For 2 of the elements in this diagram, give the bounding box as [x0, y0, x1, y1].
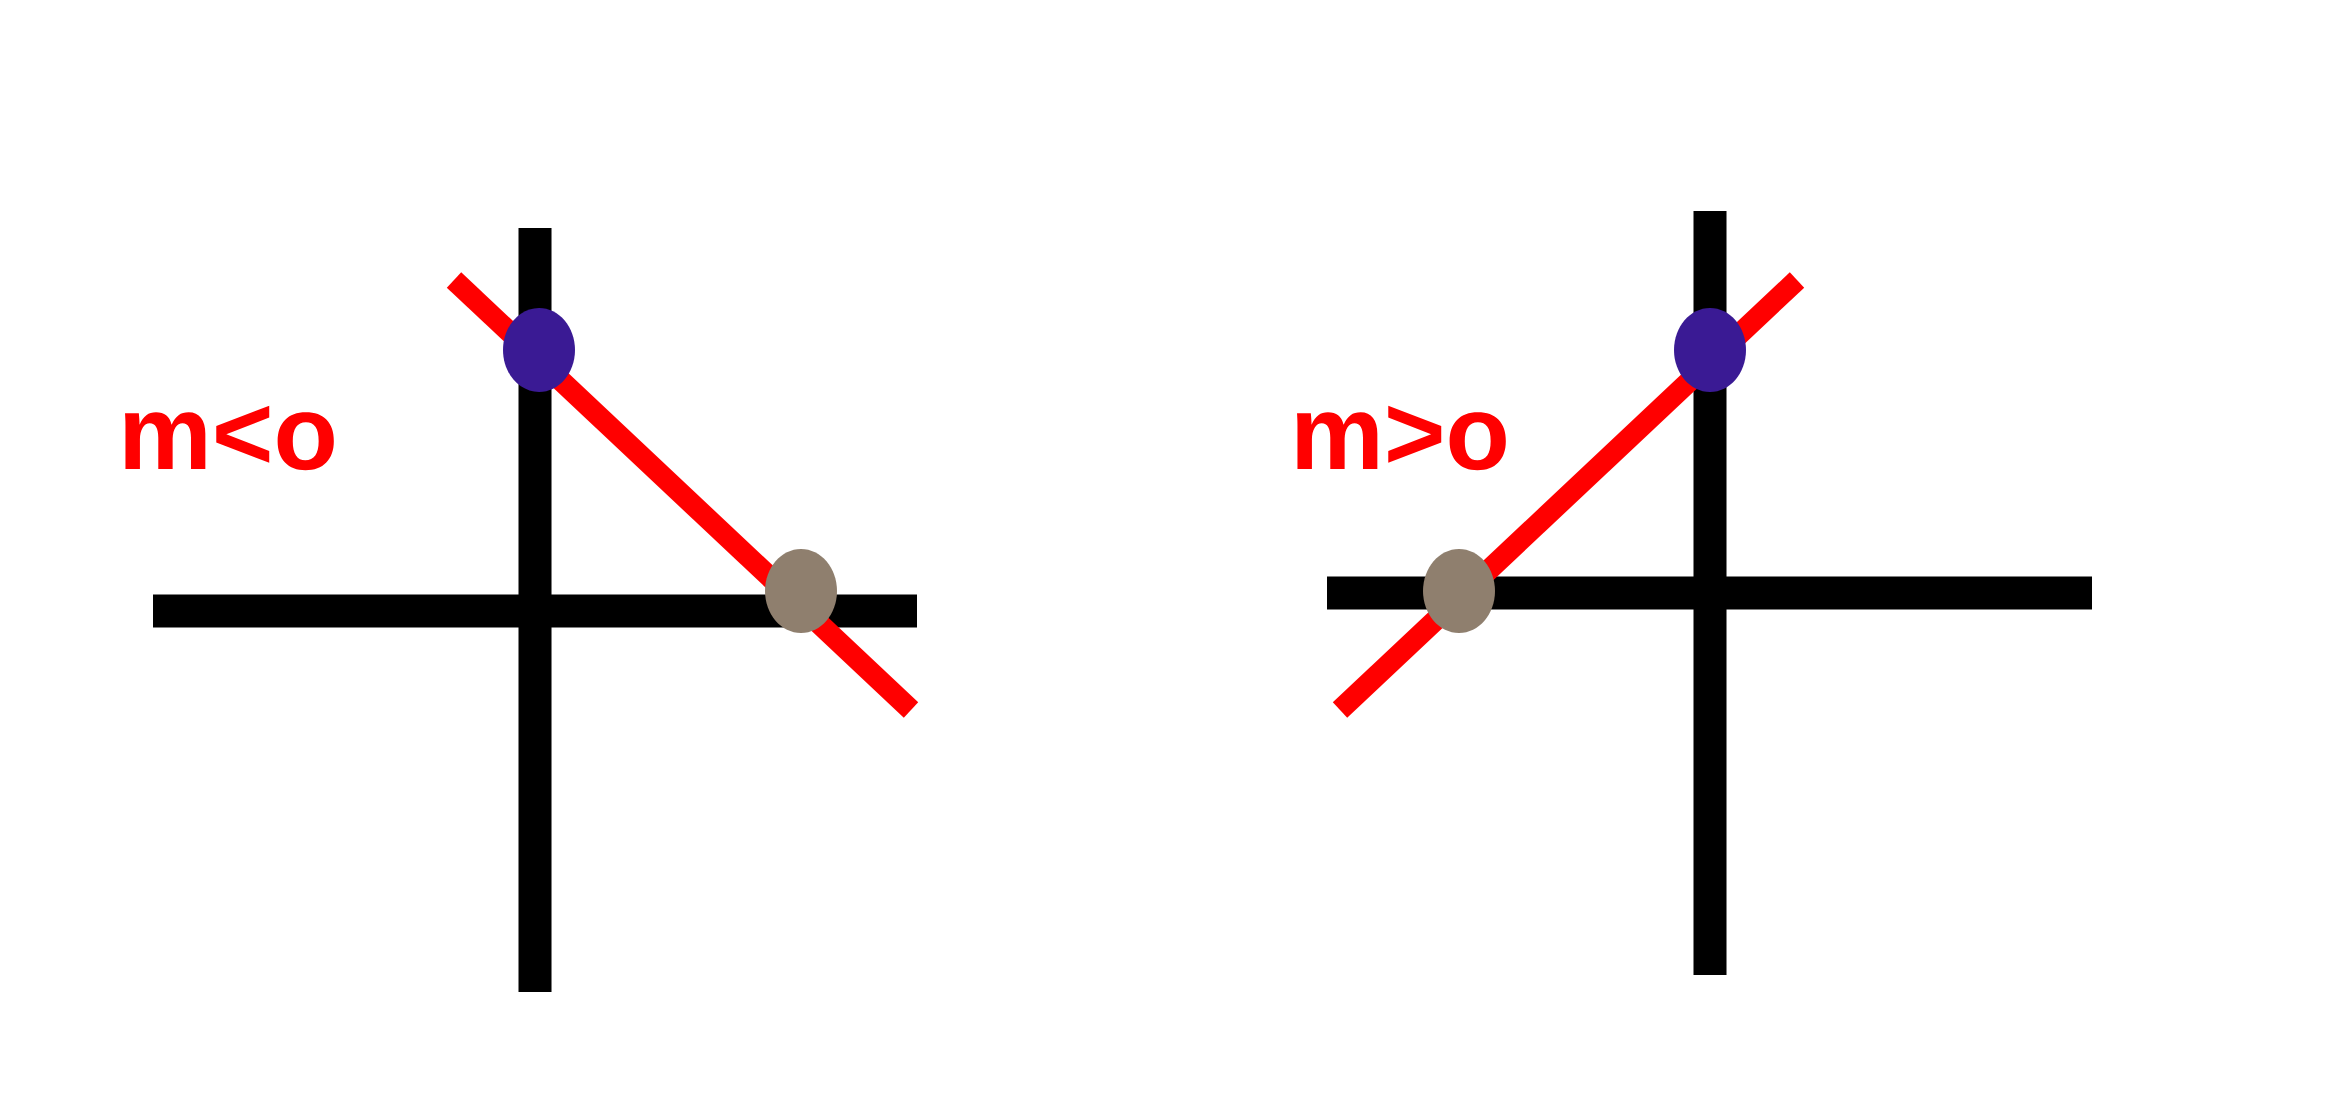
equation-label: m<o [125, 405, 334, 471]
equation-label: m>o [1297, 405, 1506, 471]
